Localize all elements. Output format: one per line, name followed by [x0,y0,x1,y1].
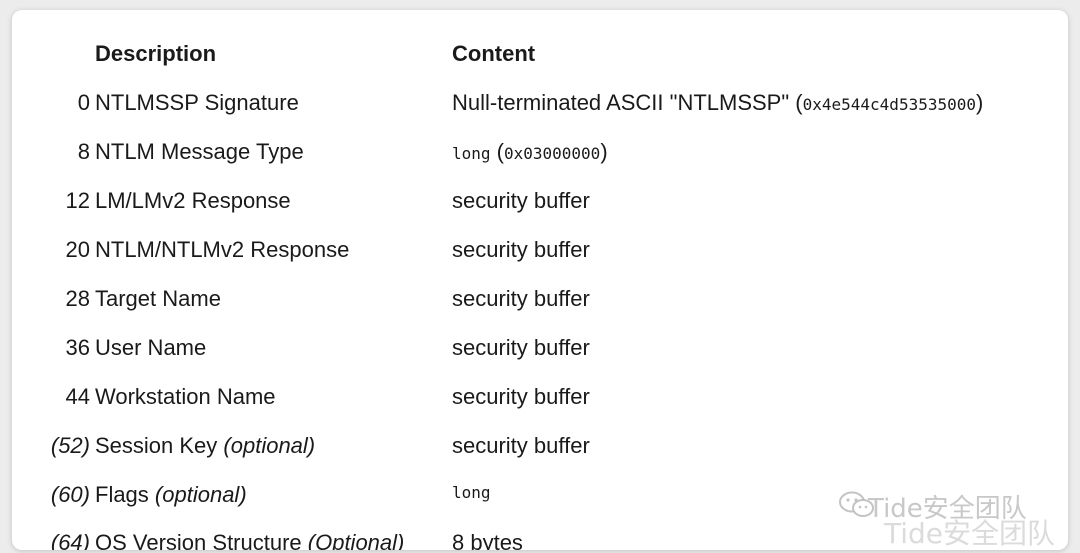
table-row: (64) OS Version Structure (Optional) 8 b… [12,518,1068,550]
row-description: NTLM/NTLMv2 Response [95,237,350,262]
row-content: security buffer [452,188,590,213]
row-description: Workstation Name [95,384,276,409]
table-row: 36 User Name security buffer [12,323,1068,372]
table-row: 12 LM/LMv2 Response security buffer [12,176,1068,225]
row-content: Null-terminated ASCII "NTLMSSP" (0x4e544… [452,90,983,116]
row-offset: 36 [65,335,90,360]
row-offset: 12 [65,188,90,213]
content-code: long [452,483,491,502]
table-row: (52) Session Key (optional) security buf… [12,421,1068,470]
table-row: (60) Flags (optional) long [12,470,1068,519]
row-offset: 8 [77,139,90,164]
row-content: security buffer [452,384,590,409]
document-table-panel: Description Content 0 NTLMSSP Signature … [12,10,1068,550]
row-offset: (60) [50,482,90,507]
row-offset: 28 [65,286,90,311]
row-offset: (52) [50,433,90,458]
wechat-icon [839,491,874,517]
row-description: Flags (optional) [95,482,247,508]
description-note: (Optional) [307,530,405,550]
row-content: security buffer [452,237,590,262]
watermark-text: Tide安全团队 [868,494,1027,524]
table-header-row: Description Content [12,29,1068,78]
table-row: 28 Target Name security buffer [12,274,1068,323]
table-row: 0 NTLMSSP Signature Null-terminated ASCI… [12,78,1068,127]
row-offset: 44 [65,384,90,409]
watermark-text-shadow: Tide安全团队 [884,517,1056,550]
row-description: NTLM Message Type [95,139,304,164]
row-description: LM/LMv2 Response [95,188,291,213]
description-note: (optional) [223,433,316,458]
description-text: Session Key [95,433,224,458]
row-offset: (64) [50,530,90,550]
table-row: 8 NTLM Message Type long (0x03000000) [12,127,1068,176]
header-content: Content [452,41,536,66]
content-code-2: 0x03000000 [503,144,601,163]
content-suffix: ) [976,90,984,115]
content-suffix: ( [490,139,504,164]
content-code: 0x4e544c4d53535000 [802,95,976,114]
content-text: Null-terminated ASCII "NTLMSSP" ( [452,90,803,115]
row-description: Target Name [95,286,221,311]
row-description: OS Version Structure (Optional) [95,530,404,550]
content-code: long [452,144,491,163]
table-row: 44 Workstation Name security buffer [12,372,1068,421]
row-offset: 20 [65,237,90,262]
row-description: NTLMSSP Signature [95,90,299,115]
row-description: Session Key (optional) [95,433,315,459]
row-content: 8 bytes [452,530,523,550]
description-text: Flags [95,482,155,507]
row-content: long [452,478,491,504]
row-content: security buffer [452,335,590,360]
description-note: (optional) [154,482,247,507]
row-content: security buffer [452,286,590,311]
row-offset: 0 [77,90,90,115]
row-content: security buffer [452,433,590,458]
table-row: 20 NTLM/NTLMv2 Response security buffer [12,225,1068,274]
row-content: long (0x03000000) [452,139,608,165]
content-suffix-2: ) [600,139,608,164]
header-description: Description [95,41,217,66]
description-text: OS Version Structure [95,530,308,550]
row-description: User Name [95,335,207,360]
